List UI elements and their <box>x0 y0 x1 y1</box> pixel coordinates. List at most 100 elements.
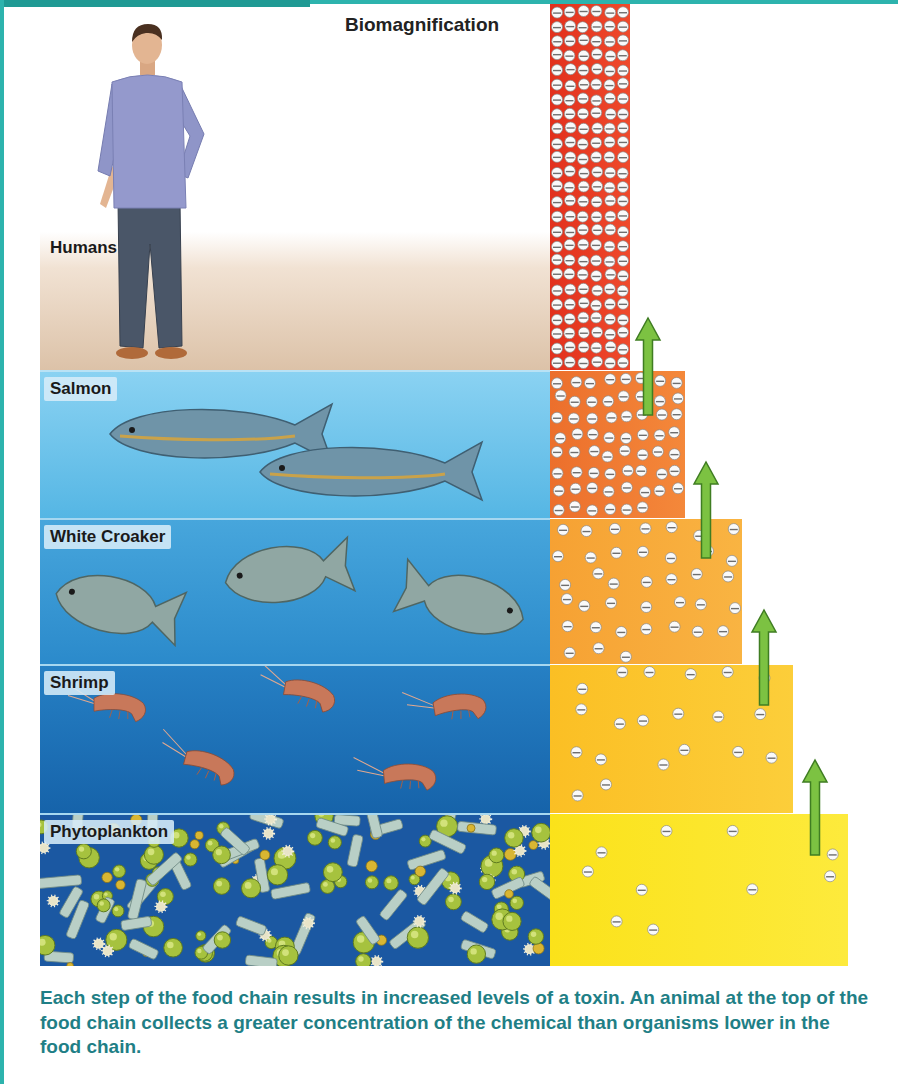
band-label: Shrimp <box>44 671 115 695</box>
toxin-molecule <box>552 167 563 178</box>
toxin-molecule <box>593 643 604 654</box>
toxin-molecule <box>620 651 631 662</box>
toxin-bar <box>550 4 630 370</box>
diatom <box>127 879 147 921</box>
toxin-molecule <box>603 396 614 407</box>
toxin-molecule <box>564 182 575 193</box>
toxin-molecule <box>552 123 563 134</box>
toxin-molecule <box>591 312 602 323</box>
toxin-molecule <box>564 166 575 177</box>
plankton-spot <box>40 939 46 946</box>
plankton-spot <box>331 838 336 843</box>
increase-arrow <box>752 610 776 705</box>
toxin-molecule <box>591 152 602 163</box>
toxin-molecule <box>618 391 629 402</box>
diatom <box>128 938 159 960</box>
toxin-molecule <box>611 916 622 927</box>
toxin-molecule <box>640 523 651 534</box>
toxin-molecule <box>592 285 603 296</box>
toxin-molecule <box>577 154 588 165</box>
toxin-molecule <box>578 34 589 45</box>
toxin-molecule <box>578 65 589 76</box>
toxin-molecule <box>617 168 628 179</box>
plankton-spot <box>511 869 517 875</box>
radiolarian <box>414 916 424 926</box>
toxin-molecule <box>671 409 682 420</box>
toxin-molecule <box>552 357 563 368</box>
toxin-molecule <box>552 109 563 120</box>
toxin-molecule <box>755 709 766 720</box>
toxin-molecule <box>591 36 602 47</box>
toxin-molecule <box>618 152 629 163</box>
shoe <box>116 347 148 359</box>
diatom <box>316 817 349 836</box>
plankton-cell <box>241 879 260 898</box>
toxin-molecule <box>656 468 667 479</box>
shrimp <box>254 666 340 714</box>
toxin-molecule <box>592 166 603 177</box>
toxin-molecule <box>552 328 563 339</box>
plankton-spot <box>323 882 328 887</box>
toxin-molecule <box>578 6 589 17</box>
plankton-cell <box>97 899 110 912</box>
toxin-molecule <box>654 485 665 496</box>
increase-arrow <box>636 318 660 415</box>
toxin-molecule <box>592 356 603 367</box>
plankton-cell <box>196 931 206 941</box>
plankton-spot <box>508 832 514 838</box>
toxin-molecule <box>592 123 603 134</box>
plankton-spot <box>198 933 202 937</box>
toxin-molecule <box>605 224 616 235</box>
diatom <box>355 915 380 945</box>
plankton-cell <box>195 831 203 839</box>
diatom <box>457 821 496 835</box>
plankton-spot <box>421 837 425 841</box>
band-label: Phytoplankton <box>44 820 174 844</box>
toxin-molecule <box>618 344 629 355</box>
plankton-spot <box>110 933 117 940</box>
toxin-molecule <box>605 269 616 280</box>
band-label: White Croaker <box>44 525 171 549</box>
plankton-spot <box>318 815 324 817</box>
food-chain-band: Salmon <box>40 370 550 518</box>
toxin-molecule <box>592 181 603 192</box>
toxin-molecule <box>604 432 615 443</box>
toxin-molecule <box>604 80 615 91</box>
toxin-molecule <box>552 446 563 457</box>
toxin-molecule <box>605 374 616 385</box>
toxin-molecule <box>604 123 615 134</box>
radiolarian <box>265 815 275 824</box>
toxin-molecule <box>679 744 690 755</box>
plankton-cell <box>112 905 124 917</box>
toxin-molecule <box>618 314 629 325</box>
toxin-molecule <box>617 195 628 206</box>
plankton-spot <box>148 848 155 855</box>
plankton-cell <box>213 846 231 864</box>
toxin-molecule <box>564 357 575 368</box>
toxin-molecule <box>565 137 576 148</box>
toxin-molecule <box>578 342 589 353</box>
toxin-molecule <box>671 377 682 388</box>
diatom <box>235 916 267 936</box>
food-chain-band: White Croaker <box>40 518 550 664</box>
toxin-molecule <box>608 578 619 589</box>
plankton-cell <box>323 863 342 882</box>
plankton-spot <box>512 899 517 904</box>
toxin-molecule <box>552 49 563 60</box>
band-label: Humans <box>50 238 117 258</box>
toxin-molecule <box>578 93 589 104</box>
toxin-molecule <box>569 396 580 407</box>
toxin-molecule <box>569 447 580 458</box>
hair <box>132 24 162 42</box>
plankton-spot <box>216 849 222 855</box>
toxin-molecule <box>552 314 563 325</box>
toxin-molecule <box>673 483 684 494</box>
toxin-molecule <box>618 357 629 368</box>
toxin-molecule <box>591 239 602 250</box>
toxin-molecule <box>637 546 648 557</box>
toxin-molecule <box>552 79 563 90</box>
toxin-molecule <box>578 239 589 250</box>
plankton-spot <box>40 822 42 827</box>
title: Biomagnification <box>345 14 499 36</box>
plankton-cell <box>328 836 341 849</box>
